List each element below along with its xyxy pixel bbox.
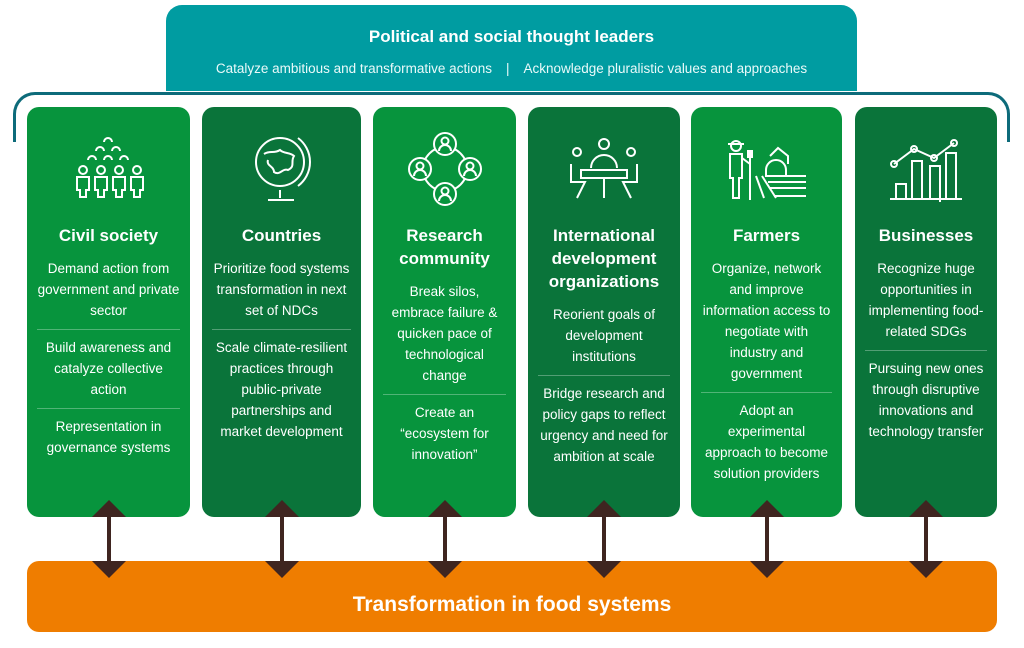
action-item: Organize, network and improve informatio… xyxy=(701,251,832,393)
action-item: Break silos, embrace failure & quicken p… xyxy=(383,274,506,395)
meeting-table-icon xyxy=(538,131,670,206)
bracket-connector xyxy=(13,92,1010,142)
actor-card-farmers: Farmers Organize, network and improve in… xyxy=(691,107,842,517)
food-systems-transformation-bar: Transformation in food systems xyxy=(27,561,997,632)
action-item: Prioritize food systems transformation i… xyxy=(212,251,351,330)
actor-actions: Demand action from government and privat… xyxy=(37,251,180,466)
growth-chart-icon xyxy=(865,131,987,206)
banner-action-2: Acknowledge pluralistic values and appro… xyxy=(523,61,808,76)
actor-actions: Reorient goals of development institutio… xyxy=(538,297,670,475)
action-item: Adopt an experimental approach to become… xyxy=(704,403,829,481)
actor-title: International development organizations xyxy=(548,226,660,291)
bidirectional-arrow-icon xyxy=(264,500,299,578)
banner-title: Political and social thought leaders xyxy=(368,27,655,46)
actor-card-civil-society: Civil society Demand action from governm… xyxy=(27,107,190,517)
action-item: Recognize huge opportunities in implemen… xyxy=(865,251,987,351)
actor-card-countries: Countries Prioritize food systems transf… xyxy=(202,107,361,517)
action-item: Scale climate-resilient practices throug… xyxy=(215,340,348,439)
action-item: Build awareness and catalyze collective … xyxy=(37,330,180,409)
banner-action-1: Catalyze ambitious and transformative ac… xyxy=(215,61,492,76)
action-item: Representation in governance systems xyxy=(46,419,171,455)
banner-subtitle: Catalyze ambitious and transformative ac… xyxy=(166,61,857,76)
farmer-barn-icon xyxy=(701,131,832,206)
actor-title: Countries xyxy=(241,226,322,245)
network-people-icon xyxy=(383,131,506,206)
actor-card-research-community: Research community Break silos, embrace … xyxy=(373,107,516,517)
action-item: Create an “ecosystem for innovation” xyxy=(400,405,489,462)
globe-icon xyxy=(212,131,351,206)
actor-title: Farmers xyxy=(732,226,801,245)
banner-divider: | xyxy=(505,61,510,76)
actor-actions: Recognize huge opportunities in implemen… xyxy=(865,251,987,450)
bidirectional-arrow-icon xyxy=(91,500,126,578)
bidirectional-arrow-icon xyxy=(909,500,943,578)
actor-card-businesses: Businesses Recognize huge opportunities … xyxy=(855,107,997,517)
action-item: Demand action from government and privat… xyxy=(37,251,180,330)
action-item: Bridge research and policy gaps to refle… xyxy=(540,386,668,464)
people-group-icon xyxy=(37,131,180,206)
action-item: Reorient goals of development institutio… xyxy=(538,297,670,376)
actor-actions: Break silos, embrace failure & quicken p… xyxy=(383,274,506,473)
actor-actions: Organize, network and improve informatio… xyxy=(701,251,832,492)
actor-title: Civil society xyxy=(58,226,159,245)
action-item: Pursuing new ones through disruptive inn… xyxy=(868,361,984,439)
actor-card-international-development-organizations: International development organizations … xyxy=(528,107,680,517)
actor-actions: Prioritize food systems transformation i… xyxy=(212,251,351,450)
thought-leaders-banner: Political and social thought leaders Cat… xyxy=(166,5,857,91)
bidirectional-arrow-icon xyxy=(587,500,621,578)
actor-title: Research community xyxy=(399,226,490,268)
actor-title: Businesses xyxy=(878,226,974,245)
bidirectional-arrow-icon xyxy=(427,500,462,578)
bidirectional-arrow-icon xyxy=(749,500,784,578)
